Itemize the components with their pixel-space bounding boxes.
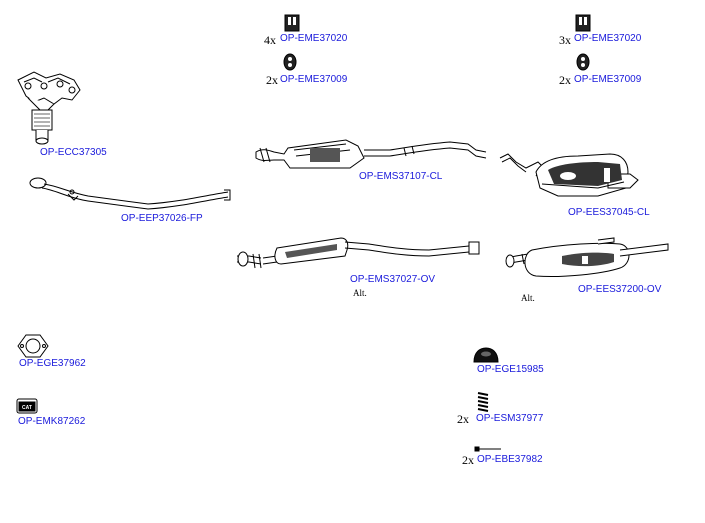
rear-silencer-alt-icon[interactable] — [502, 234, 674, 286]
bracket-b-qty: 3x — [559, 33, 571, 47]
alt-label-rear: Alt. — [521, 293, 535, 303]
part-link-mounting-kit[interactable]: OP-EMK87262 — [18, 416, 86, 427]
part-link-bolt[interactable]: OP-EBE37982 — [477, 454, 543, 465]
catalytic-manifold-icon[interactable] — [14, 68, 84, 146]
part-link-bracket-a[interactable]: OP-EME37020 — [280, 33, 348, 44]
rear-silencer-icon[interactable] — [498, 148, 648, 204]
part-link-gasket[interactable]: OP-EGE37962 — [19, 358, 86, 369]
cat-kit-glyph: CAT — [22, 405, 32, 411]
spring-qty: 2x — [457, 412, 469, 426]
rubber-ring-icon[interactable] — [283, 53, 297, 71]
gasket-ring-icon[interactable] — [472, 346, 500, 364]
flange-gasket-icon[interactable] — [16, 333, 50, 359]
part-link-gasket-ring[interactable]: OP-EGE15985 — [477, 364, 544, 375]
front-pipe-icon[interactable] — [28, 172, 234, 212]
middle-silencer-icon[interactable] — [254, 128, 490, 174]
bolt-qty: 2x — [462, 453, 474, 467]
part-link-ring-b[interactable]: OP-EME37009 — [574, 74, 642, 85]
rubber-ring-icon[interactable] — [576, 53, 590, 71]
part-link-front-pipe[interactable]: OP-EEP37026-FP — [121, 213, 203, 224]
bracket-a-qty: 4x — [264, 33, 276, 47]
part-link-ring-a[interactable]: OP-EME37009 — [280, 74, 348, 85]
part-link-spring[interactable]: OP-ESM37977 — [476, 413, 544, 424]
rubber-bracket-icon[interactable] — [575, 14, 591, 32]
part-link-middle-silencer-cl[interactable]: OP-EMS37107-CL — [359, 171, 443, 182]
part-link-rear-silencer-ov[interactable]: OP-EES37200-OV — [578, 284, 662, 295]
part-link-middle-silencer-ov[interactable]: OP-EMS37027-OV — [350, 274, 436, 285]
part-link-bracket-b[interactable]: OP-EME37020 — [574, 33, 642, 44]
rubber-bracket-icon[interactable] — [284, 14, 300, 32]
spring-icon[interactable] — [476, 390, 490, 412]
alt-label-middle: Alt. — [353, 288, 367, 298]
part-link-catalyst[interactable]: OP-ECC37305 — [40, 147, 107, 158]
part-link-rear-silencer-cl[interactable]: OP-EES37045-CL — [568, 207, 650, 218]
cat-mounting-kit-icon[interactable]: CAT — [16, 398, 38, 414]
ring-a-qty: 2x — [266, 73, 278, 87]
middle-silencer-alt-icon[interactable] — [233, 232, 485, 274]
bolt-icon[interactable] — [474, 446, 502, 452]
ring-b-qty: 2x — [559, 73, 571, 87]
